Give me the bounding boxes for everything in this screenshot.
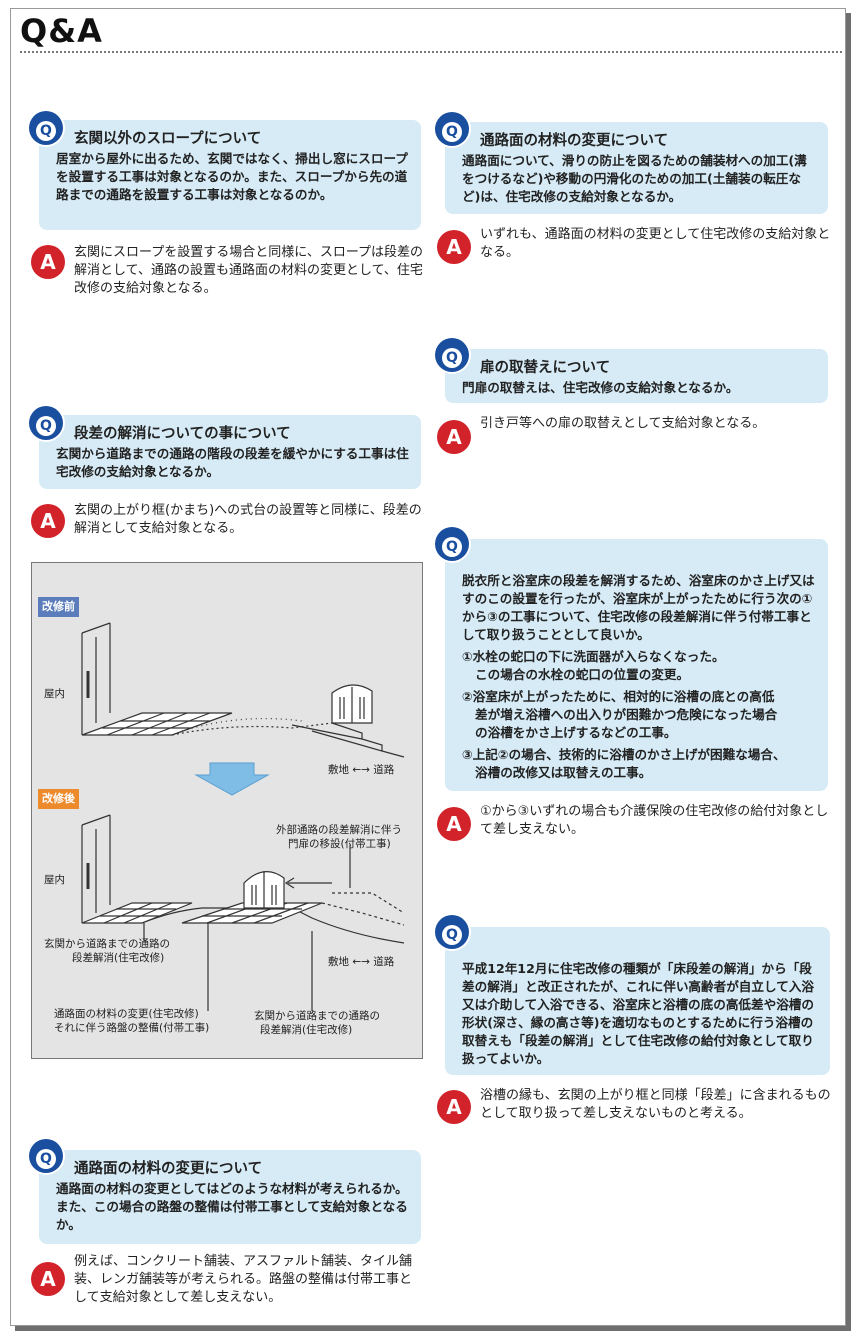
question-icon: Q [435, 338, 469, 372]
question-box: 玄関以外のスロープについて 居室から屋外に出るため、玄関ではなく、掃出し窓にスロ… [39, 120, 421, 230]
question-icon: Q [435, 915, 469, 949]
question-text: 玄関から道路までの通路の階段の段差を緩やかにする工事は住宅改修の支給対象となるか… [56, 445, 409, 479]
answer-icon: A [31, 245, 65, 279]
indoor-label: 屋内 [44, 874, 65, 886]
indoor-label: 屋内 [44, 688, 65, 700]
question-icon: Q [29, 406, 63, 440]
question-box: 通路面の材料の変更について 通路面の材料の変更としてはどのような材料が考えられる… [39, 1150, 421, 1244]
question-title: 玄関以外のスロープについて [74, 131, 262, 147]
gate-note-2: 門扉の移設(付帯工事) [288, 838, 391, 850]
question-text: 脱衣所と浴室床の段差を解消するため、浴室床のかさ上げ又はすのこの設置を行ったが、… [462, 573, 815, 642]
step-note-1: 玄関から道路までの通路の [44, 938, 170, 950]
answer-text: 玄関にスロープを設置する場合と同様に、スロープは段差の解消として、通路の設置も通… [74, 245, 424, 296]
question-title: 通路面の材料の変更について [480, 133, 669, 149]
question-box: 脱衣所と浴室床の段差を解消するため、浴室床のかさ上げ又はすのこの設置を行ったが、… [445, 539, 828, 791]
answer-text: いずれも、通路面の材料の変更として住宅改修の支給対象となる。 [480, 227, 831, 260]
step-note-2: 段差解消(住宅改修) [72, 952, 165, 964]
boundary-label: 敷地 ←→ 道路 [328, 764, 395, 776]
gate-note-1: 外部通路の段差解消に伴う [276, 824, 402, 836]
answer-text: 例えば、コンクリート舗装、アスファルト舗装、タイル舗装、レンガ舗装等が考えられる… [74, 1254, 413, 1305]
answer-icon: A [31, 504, 65, 538]
question-text: 通路面について、滑りの防止を図るための舗装材への加工(溝をつけるなど)や移動の円… [462, 152, 807, 204]
answer-text: ①から③いずれの場合も介護保険の住宅改修の給付対象として差し支えない。 [480, 804, 829, 837]
before-illustration [81, 622, 405, 1011]
question-box: 扉の取替えについて 門扉の取替えは、住宅改修の支給対象となるか。 [445, 349, 828, 403]
question-text: 平成12年12月に住宅改修の種類が「床段差の解消」から「段差の解消」と改正された… [462, 961, 814, 1066]
question-items: ①水栓の蛇口の下に洗面器が入らなくなった。 この場合の水栓の蛇口の位置の変更。 … [462, 648, 816, 782]
step-note-b-2: 段差解消(住宅改修) [260, 1024, 353, 1036]
question-box: 段差の解消についての事について 玄関から道路までの通路の階段の段差を緩やかにする… [39, 415, 421, 489]
question-text: 通路面の材料の変更としてはどのような材料が考えられるか。また、この場合の路盤の整… [56, 1180, 408, 1232]
answer-text: 引き戸等への扉の取替えとして支給対象となる。 [480, 416, 766, 431]
question-icon: Q [435, 112, 469, 146]
question-title: 扉の取替えについて [480, 360, 611, 376]
question-item-1: ①水栓の蛇口の下に洗面器が入らなくなった。 この場合の水栓の蛇口の位置の変更。 [462, 649, 725, 682]
renovation-diagram: 改修前 改修後 [31, 562, 423, 1059]
question-icon: Q [29, 111, 63, 145]
question-text: 門扉の取替えは、住宅改修の支給対象となるか。 [462, 379, 739, 395]
question-box: 平成12年12月に住宅改修の種類が「床段差の解消」から「段差の解消」と改正された… [445, 927, 830, 1075]
after-label: 改修後 [38, 789, 79, 809]
step-note-b-1: 玄関から道路までの通路の [254, 1010, 380, 1022]
answer-icon: A [437, 420, 471, 454]
question-item-2: ②浴室床が上がったために、相対的に浴槽の底との高低 差が増え浴槽への出入りが困難… [462, 689, 778, 740]
answer-icon: A [437, 230, 471, 264]
question-title: 通路面の材料の変更について [74, 1161, 263, 1177]
answer-icon: A [437, 1090, 471, 1124]
answer-text: 浴槽の縁も、玄関の上がり框と同様「段差」に含まれるものとして取り扱って差し支えな… [480, 1088, 831, 1121]
answer-icon: A [437, 807, 471, 841]
answer-text: 玄関の上がり框(かまち)への式台の設置等と同様に、段差の解消として支給対象となる… [74, 503, 422, 536]
material-note-1: 通路面の材料の変更(住宅改修) [54, 1008, 199, 1020]
boundary-label: 敷地 ←→ 道路 [328, 956, 395, 968]
question-box: 通路面の材料の変更について 通路面について、滑りの防止を図るための舗装材への加工… [445, 122, 828, 214]
before-label: 改修前 [38, 597, 79, 617]
question-icon: Q [29, 1139, 63, 1173]
question-text: 居室から屋外に出るため、玄関ではなく、掃出し窓にスロープを設置する工事は対象とな… [56, 150, 408, 202]
question-title: 段差の解消についての事について [74, 426, 291, 442]
question-item-3: ③上記②の場合、技術的に浴槽のかさ上げが困難な場合、 浴槽の改修又は取替えの工事… [462, 747, 786, 780]
question-icon: Q [435, 527, 469, 561]
answer-icon: A [31, 1262, 65, 1296]
title-divider [20, 51, 842, 53]
page-title: Q&A [20, 12, 103, 50]
material-note-2: それに伴う路盤の整備(付帯工事) [54, 1022, 210, 1034]
